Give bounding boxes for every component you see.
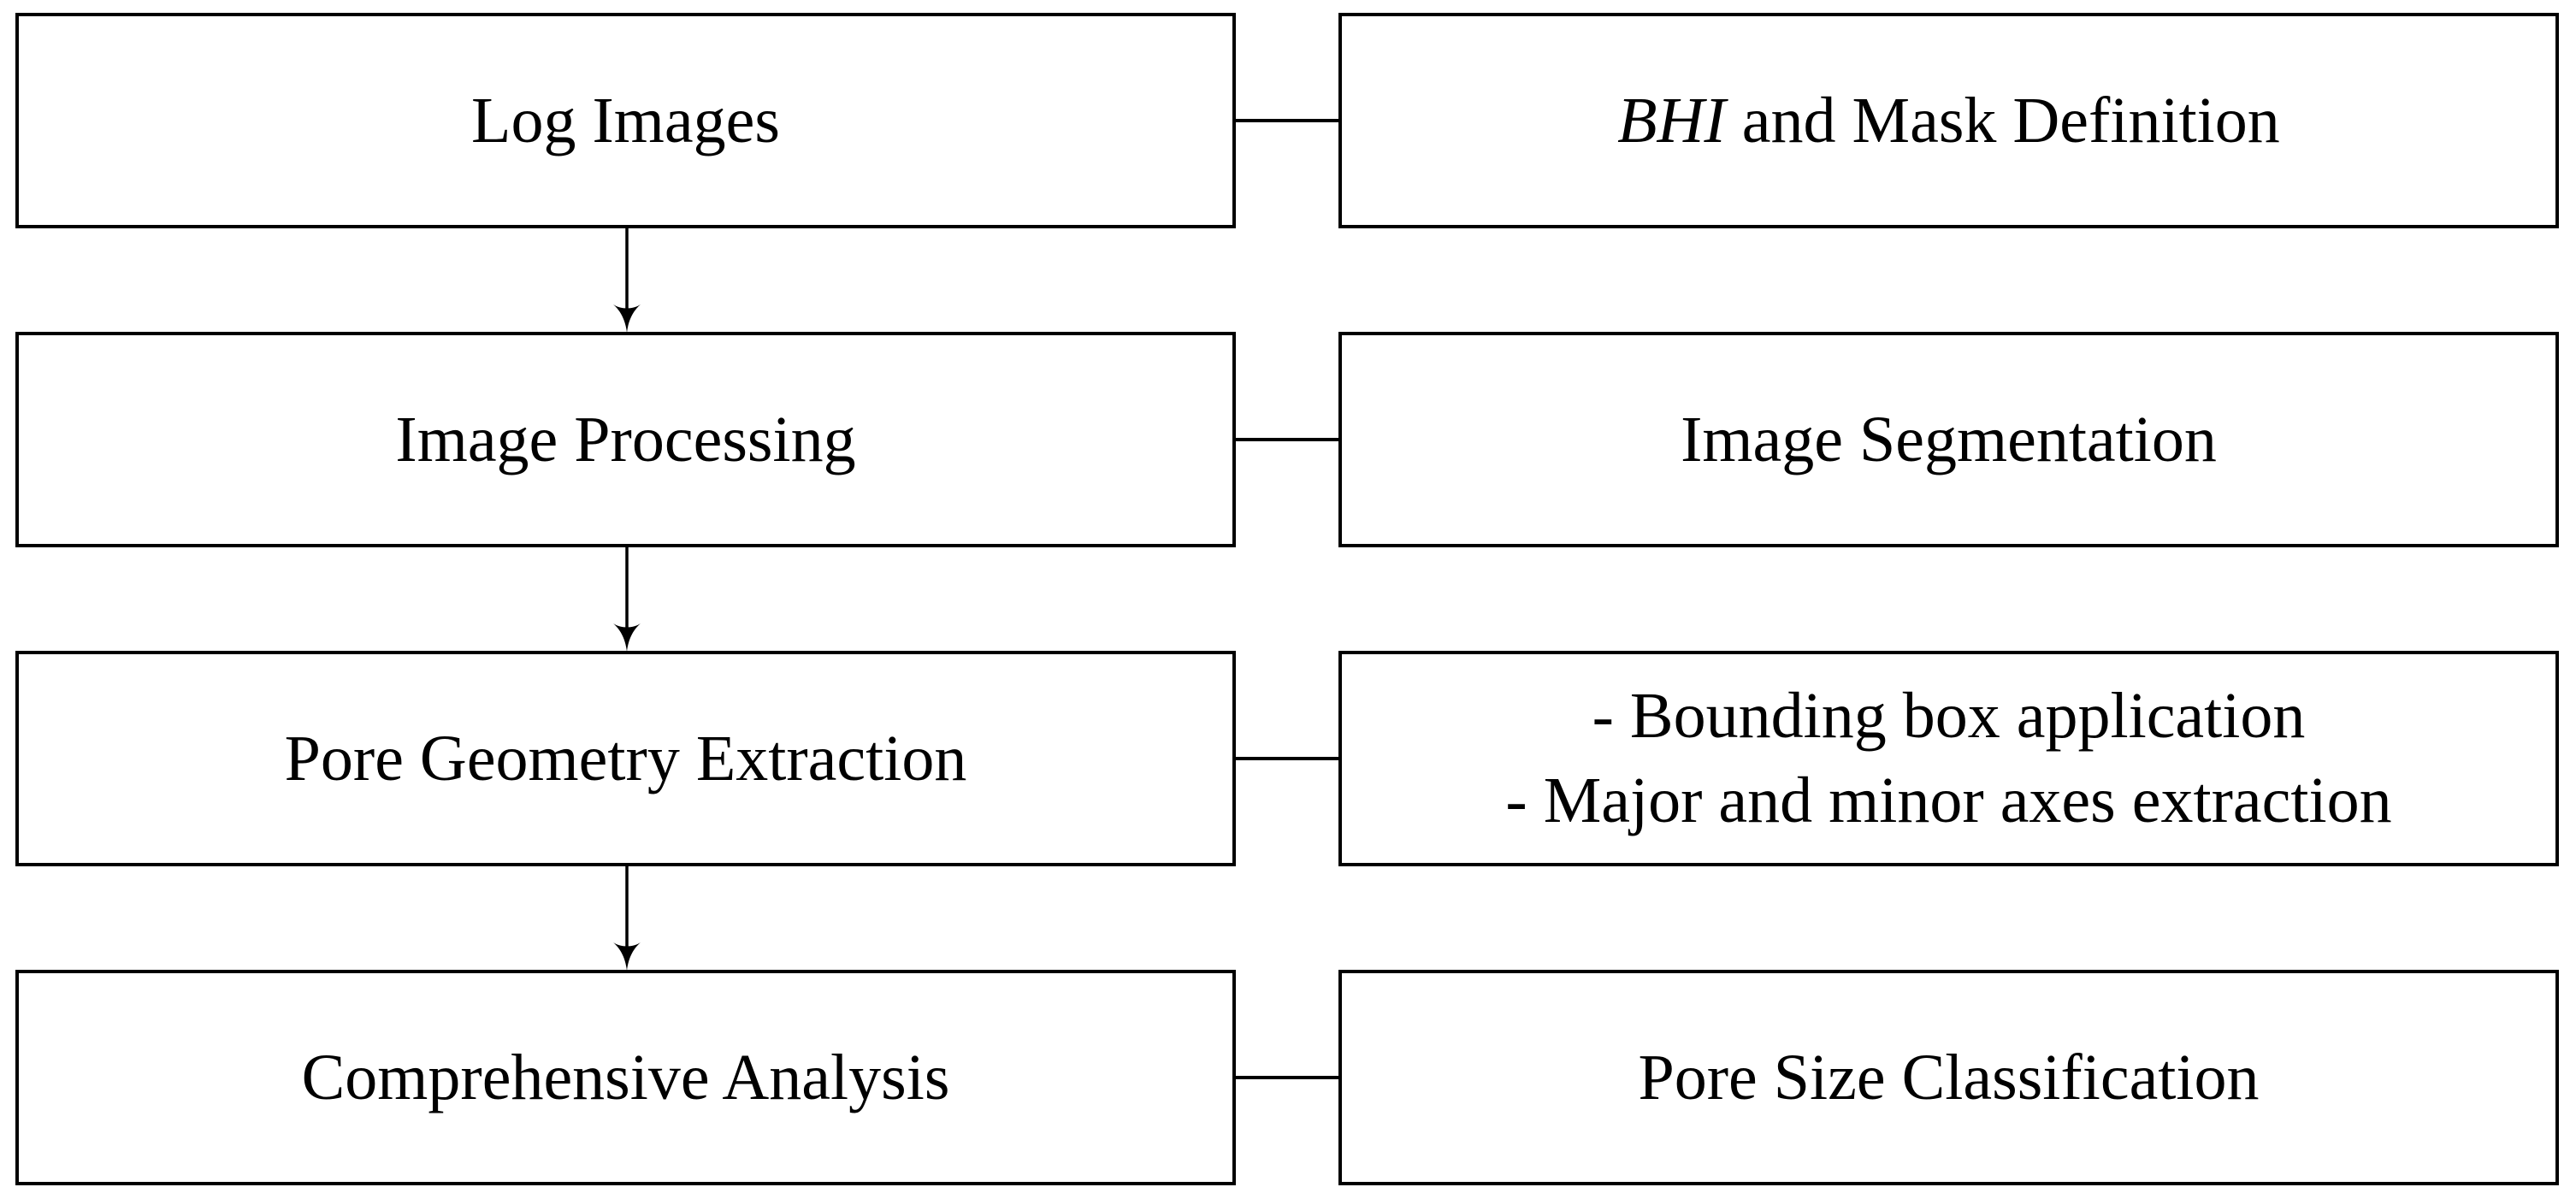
detail-box-image-segmentation: Image Segmentation <box>1338 332 2559 547</box>
connector-line-row3 <box>1234 757 1340 760</box>
detail-box-bhi-mask-definition: BHI and Mask Definition <box>1338 13 2559 228</box>
detail-box-pore-geometry-items: - Bounding box application - Major and m… <box>1338 651 2559 866</box>
detail-label: Pore Size Classification <box>1638 1041 2260 1113</box>
detail-label: Image Segmentation <box>1681 403 2217 475</box>
detail-label-rest: and Mask Definition <box>1725 84 2280 157</box>
connector-line-row4 <box>1234 1076 1340 1079</box>
step-box-log-images: Log Images <box>15 13 1236 228</box>
step-box-comprehensive-analysis: Comprehensive Analysis <box>15 970 1236 1185</box>
detail-line-2: - Major and minor axes extraction <box>1505 765 2392 836</box>
step-label: Comprehensive Analysis <box>301 1041 950 1113</box>
down-arrow-1 <box>613 227 641 333</box>
step-label: Log Images <box>471 84 780 157</box>
down-arrow-2 <box>613 546 641 652</box>
step-label: Image Processing <box>395 403 856 475</box>
down-arrow-3 <box>613 865 641 971</box>
step-label: Pore Geometry Extraction <box>284 722 967 794</box>
connector-line-row2 <box>1234 438 1340 441</box>
step-box-image-processing: Image Processing <box>15 332 1236 547</box>
detail-box-pore-size-classification: Pore Size Classification <box>1338 970 2559 1185</box>
detail-line-1: - Bounding box application <box>1592 680 2306 753</box>
detail-label: BHI and Mask Definition <box>1617 79 2280 163</box>
detail-label-italic: BHI <box>1617 84 1726 157</box>
connector-line-row1 <box>1234 119 1340 122</box>
step-box-pore-geometry-extraction: Pore Geometry Extraction <box>15 651 1236 866</box>
